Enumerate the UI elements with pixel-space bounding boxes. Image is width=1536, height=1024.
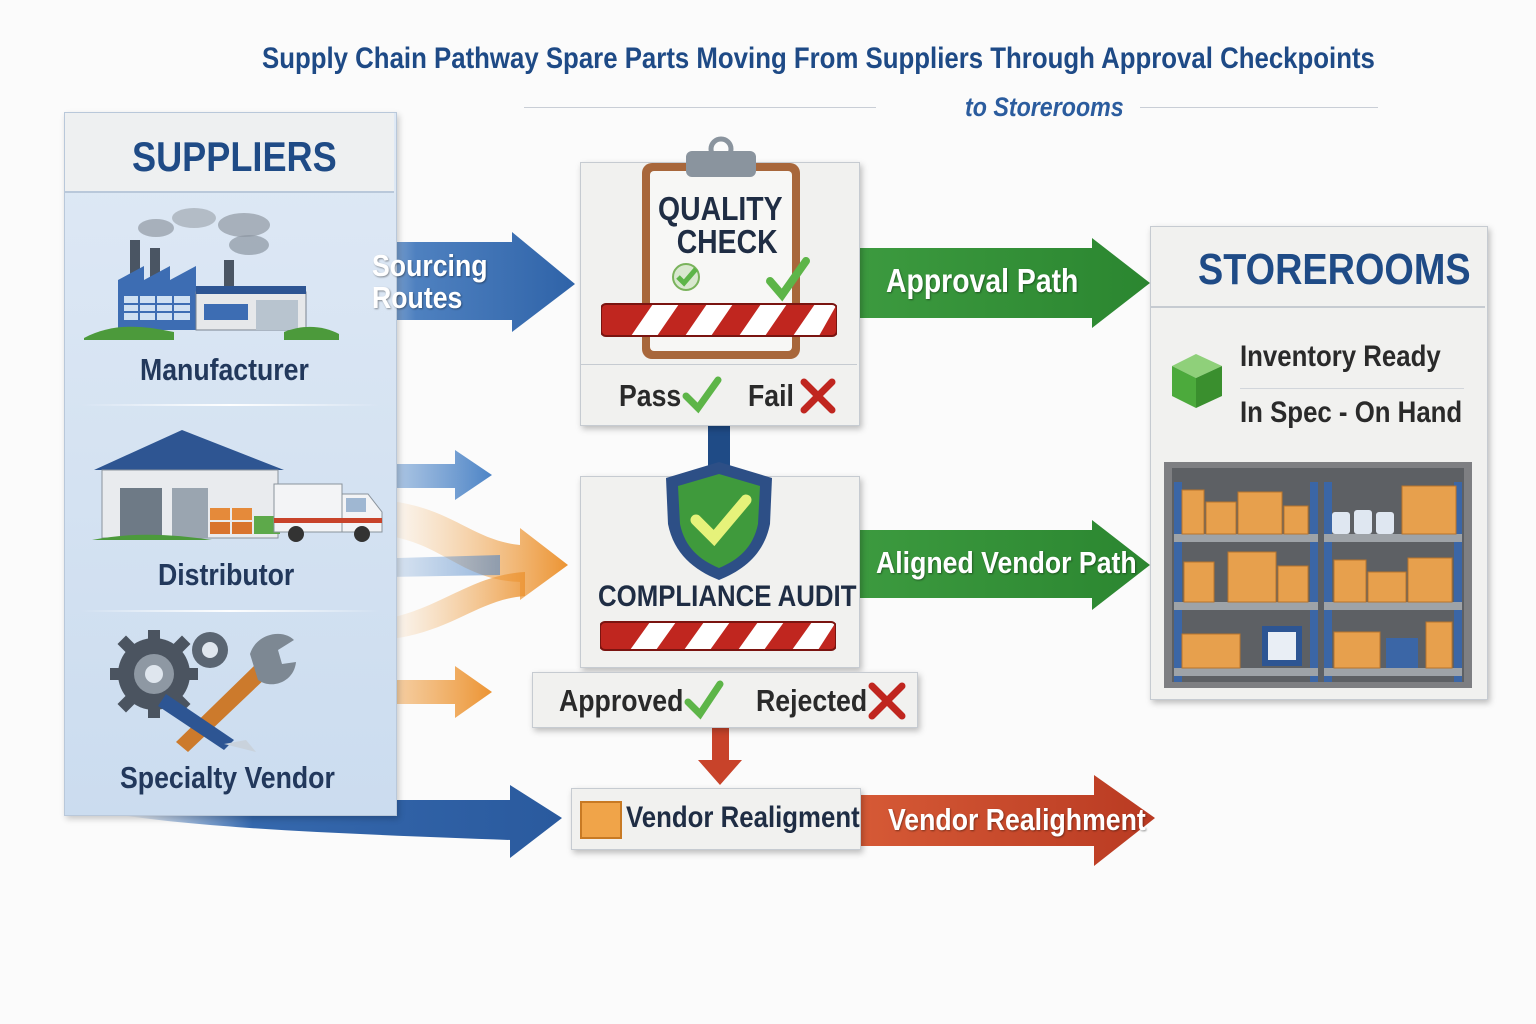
supplier-divider <box>80 404 380 406</box>
orange-square-icon <box>580 801 622 839</box>
shield-check-icon <box>666 462 772 580</box>
rejected-down-arrow <box>698 727 742 785</box>
supplier-label-distributor: Distributor <box>158 557 295 592</box>
realignment-arrow-label: Vendor Realighment <box>888 802 1146 837</box>
quality-check-title: QUALITY CHECK <box>658 192 783 258</box>
distributor-orange-arrow-2 <box>380 572 525 640</box>
in-spec-label: In Spec - On Hand <box>1240 396 1463 429</box>
quality-divider <box>581 364 857 365</box>
storerooms-header-divider <box>1151 306 1485 308</box>
rejected-label: Rejected <box>756 683 868 718</box>
factory-icon <box>84 208 339 340</box>
supplier-label-specialty-vendor: Specialty Vendor <box>120 760 335 795</box>
diagram-subtitle: to Storerooms <box>965 92 1124 122</box>
audit-result-panel <box>532 672 918 728</box>
quality-barrier-icon <box>601 303 837 337</box>
sourcing-label-line1: Sourcing <box>372 248 488 283</box>
suppliers-header <box>65 113 394 193</box>
realignment-arrow <box>858 775 1155 866</box>
sourcing-label-line2: Routes <box>372 280 463 315</box>
diagram-title: Supply Chain Pathway Spare Parts Moving … <box>262 42 1375 75</box>
storerooms-title: STOREROOMS <box>1198 245 1471 294</box>
quality-check-line2: CHECK <box>676 223 778 260</box>
fail-label: Fail <box>748 378 794 413</box>
warehouse-truck-icon <box>92 430 383 542</box>
pass-label: Pass <box>619 378 682 413</box>
approval-path-label: Approval Path <box>886 262 1079 299</box>
compliance-audit-title: COMPLIANCE AUDIT <box>598 580 857 613</box>
supplier-divider <box>80 610 380 612</box>
compliance-barrier-icon <box>600 621 836 651</box>
check-connector <box>708 426 730 476</box>
aligned-vendor-arrow <box>860 520 1150 610</box>
rejected-cross-icon <box>868 682 906 720</box>
aligned-vendor-path-label: Aligned Vendor Path <box>876 545 1137 580</box>
approved-label: Approved <box>559 683 684 718</box>
title-rule-right <box>1140 107 1378 108</box>
quality-check-line1: QUALITY <box>658 190 783 227</box>
sourcing-routes-label: Sourcing Routes <box>372 250 488 314</box>
fail-cross-icon <box>800 378 836 414</box>
supplier-label-manufacturer: Manufacturer <box>140 352 309 387</box>
storeroom-shelves-image <box>1164 462 1472 688</box>
gears-wrench-icon <box>110 630 296 752</box>
suppliers-title: SUPPLIERS <box>132 133 337 180</box>
vendor-realignment-box-label: Vendor Realigment <box>626 801 860 834</box>
approved-check-icon <box>684 680 724 720</box>
inventory-divider <box>1240 388 1464 389</box>
approval-path-arrow <box>860 238 1150 328</box>
pass-check-icon <box>682 376 722 414</box>
inventory-ready-label: Inventory Ready <box>1240 340 1441 373</box>
green-box-icon <box>1172 354 1222 408</box>
title-rule-left <box>524 107 876 108</box>
